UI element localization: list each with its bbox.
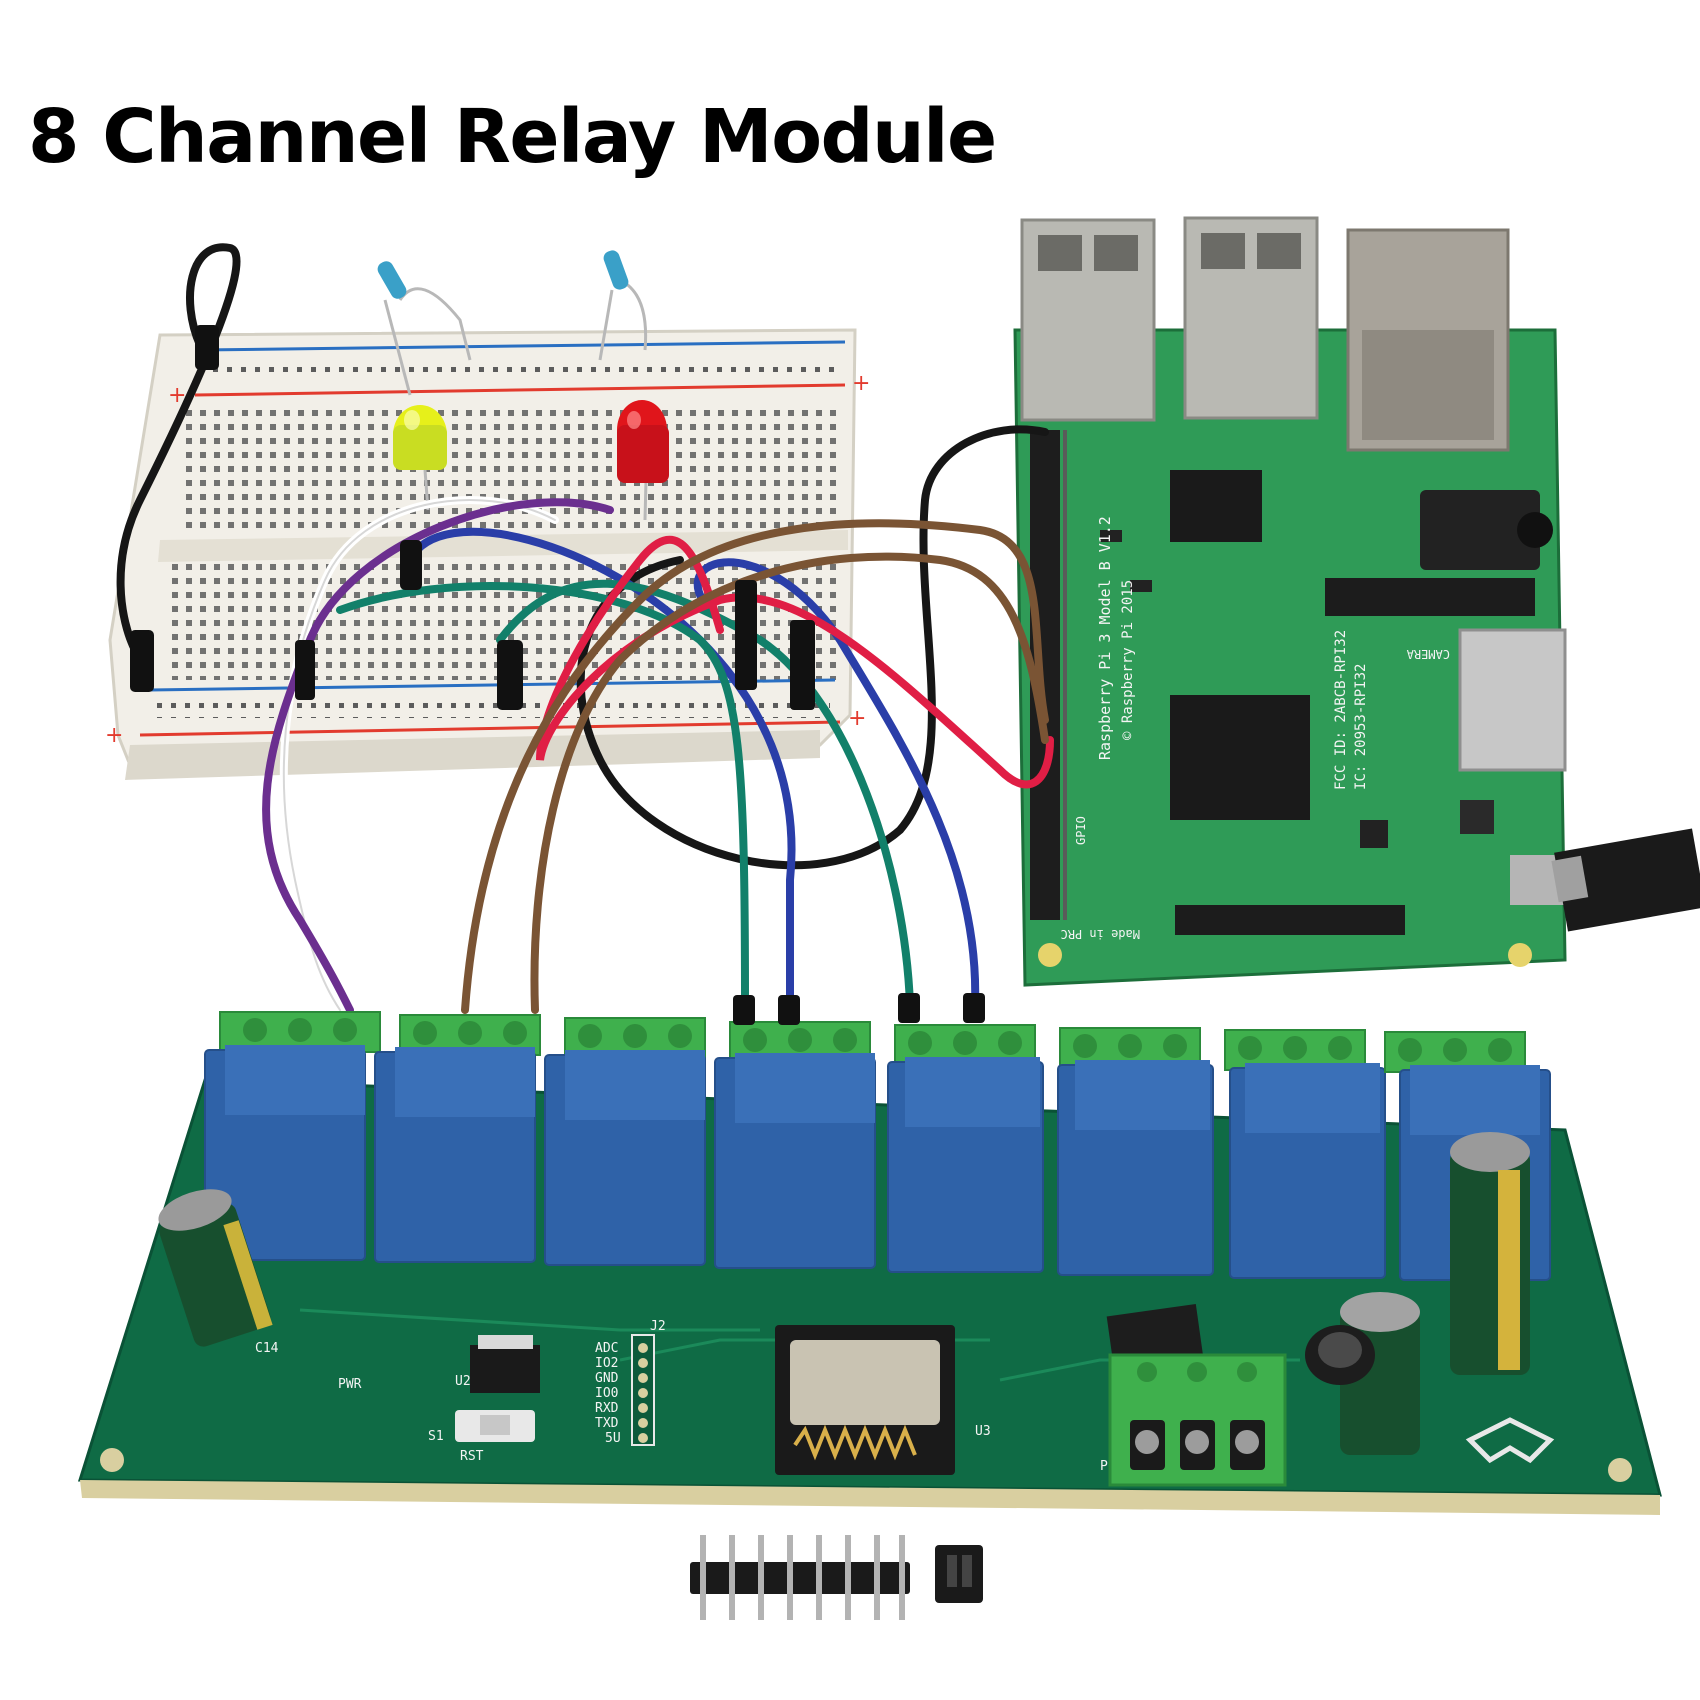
rail-red-top <box>194 383 846 397</box>
header-label-5u: 5U <box>605 1431 621 1446</box>
led-yellow <box>393 405 447 511</box>
relay-5 <box>887 1024 1044 1273</box>
svg-text:+: + <box>168 383 186 408</box>
display-connector <box>1175 905 1405 935</box>
relay-1 <box>204 1011 381 1261</box>
raspberry-pi-board: Raspberry Pi 3 Model B V1.2 © Raspberry … <box>1013 216 1570 987</box>
jumper-wires <box>116 243 1054 1014</box>
header-label-rxd: RXD <box>595 1401 619 1416</box>
svg-text:+: + <box>852 371 870 396</box>
pi-camera-label: CAMERA <box>1406 647 1450 661</box>
svg-text:+: + <box>848 706 866 731</box>
audio-jack <box>1420 490 1540 570</box>
wire-brown-2 <box>530 552 1049 1014</box>
led-red <box>617 400 669 521</box>
page-title: 8 Channel Relay Module <box>28 94 997 180</box>
relay-6 <box>1057 1027 1214 1276</box>
chip-wifi <box>1170 470 1262 542</box>
pwr-label: PWR <box>338 1377 362 1392</box>
header-label-gnd: GND <box>595 1371 619 1386</box>
resistor-2 <box>598 250 648 361</box>
esp-wifi-module <box>775 1325 955 1475</box>
relay-row <box>204 1011 1551 1281</box>
pi-made-in-label: Made in PRC <box>1061 927 1140 941</box>
inductor <box>1305 1325 1375 1385</box>
relay-4 <box>714 1021 876 1269</box>
header-label-txd: TXD <box>595 1416 619 1431</box>
header-labels: ADC IO2 GND IO0 RXD TXD 5U <box>595 1341 621 1446</box>
header-label-io2: IO2 <box>595 1356 618 1371</box>
header-label-adc: ADC <box>595 1341 618 1356</box>
pi-copyright-label: © Raspberry Pi 2015 <box>1120 580 1136 740</box>
jumper-cap <box>935 1545 983 1603</box>
rail-red-bottom <box>139 720 841 737</box>
u2-label: U2 <box>455 1374 471 1389</box>
header-label-io0: IO0 <box>595 1386 618 1401</box>
wire-green-1 <box>336 582 749 1009</box>
rail-blue-top <box>199 340 846 352</box>
rst-label: RST <box>460 1449 484 1464</box>
s1-label: S1 <box>428 1429 444 1444</box>
power-terminal-block <box>1108 1353 1287 1487</box>
brand-logo-icon <box>1465 1417 1555 1464</box>
relay-2 <box>374 1014 541 1263</box>
hdmi-port <box>1458 628 1567 772</box>
chip-soc <box>1170 695 1310 820</box>
pcb-header-pins <box>631 1334 655 1446</box>
capacitor-left <box>158 1189 273 1347</box>
resistor-1 <box>377 261 472 396</box>
wire-green-2 <box>496 579 914 1009</box>
pi-ic-label: IC: 20953-RPI32 <box>1353 664 1369 790</box>
pin-header-strip <box>690 1535 910 1620</box>
pi-gpio-label: GPIO <box>1074 816 1088 845</box>
camera-connector <box>1325 578 1535 616</box>
relay-8 <box>1384 1031 1551 1281</box>
u3-label: U3 <box>975 1424 991 1439</box>
c14-label: C14 <box>255 1341 279 1356</box>
capacitor-right-large <box>1450 1132 1530 1375</box>
svg-text:+: + <box>105 723 123 748</box>
pcb-silkscreen: PWR RST C14 U2 U3 P1 S1 J2 <box>255 1319 1116 1474</box>
relay-7 <box>1224 1029 1386 1279</box>
pi-model-label: Raspberry Pi 3 Model B V1.2 <box>1096 516 1114 760</box>
usb-cable <box>1551 828 1700 932</box>
wire-brown-1 <box>461 519 1049 1014</box>
wire-purple <box>262 498 614 1014</box>
j2-label: J2 <box>650 1319 666 1334</box>
relay-3 <box>544 1017 706 1266</box>
wire-red <box>536 535 1054 789</box>
terminal-wire-pins <box>733 993 985 1025</box>
pi-fcc-label: FCC ID: 2ABCB-RPI32 <box>1333 630 1349 790</box>
reset-button <box>455 1410 535 1442</box>
voltage-regulator <box>470 1335 540 1393</box>
